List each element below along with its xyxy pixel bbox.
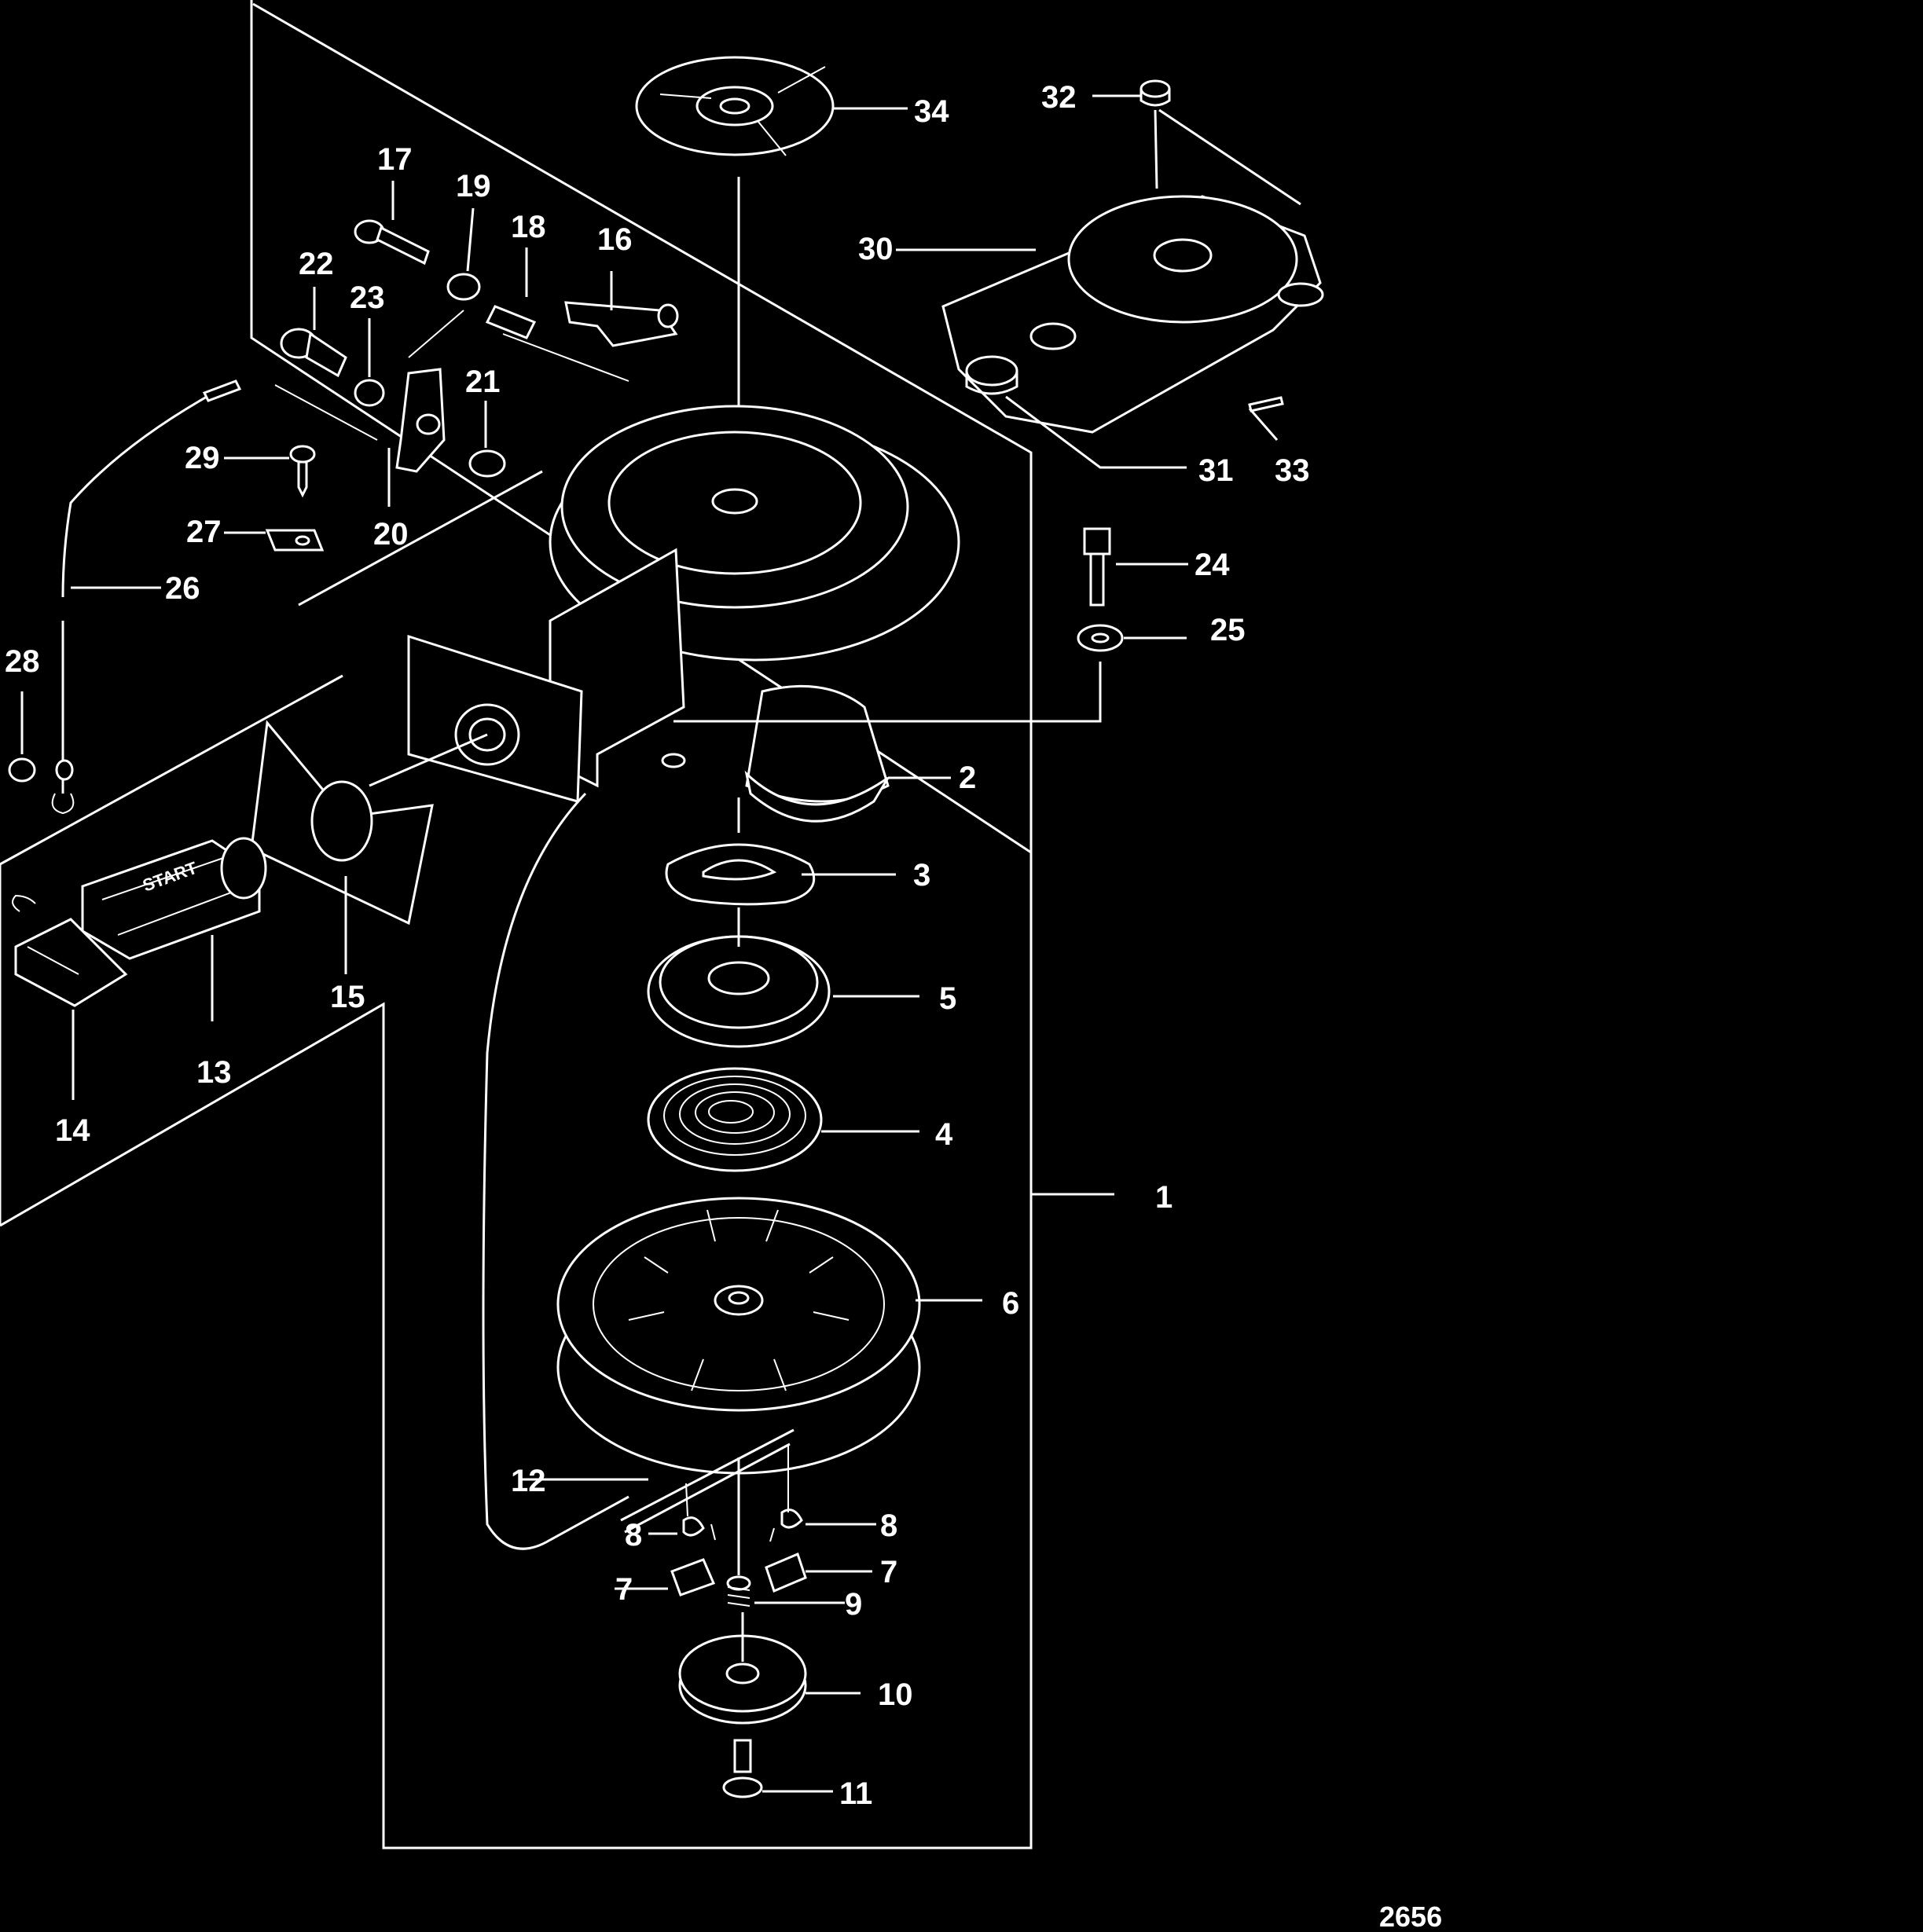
reference-number: 2656	[1379, 1901, 1442, 1932]
part-14-insert	[12, 894, 128, 1100]
callout-7-right: 7	[880, 1555, 897, 1589]
part-2-guide	[744, 770, 951, 823]
callout-33: 33	[1275, 453, 1310, 488]
callout-28: 28	[5, 644, 40, 679]
callout-27: 27	[186, 515, 222, 549]
callout-9: 9	[845, 1587, 862, 1622]
part-16-lever	[564, 271, 679, 347]
callout-8-left: 8	[625, 1518, 642, 1553]
callout-12: 12	[511, 1464, 546, 1498]
part-30-cover	[896, 195, 1324, 434]
callout-23: 23	[350, 280, 385, 315]
callout-2: 2	[959, 761, 976, 795]
part-33-decal	[1248, 396, 1284, 441]
group-boundaries	[0, 0, 1033, 1850]
callout-11: 11	[839, 1776, 872, 1811]
part-23-bushing	[274, 318, 385, 441]
part-24-bolt	[1083, 527, 1188, 607]
callout-29: 29	[185, 441, 220, 475]
part-4-spring	[647, 1067, 919, 1172]
part-13-handle: START	[81, 837, 267, 1021]
part-5-spring-case	[647, 907, 919, 1048]
part-17-screw	[354, 181, 430, 266]
callout-31: 31	[1198, 453, 1234, 488]
callout-5: 5	[939, 981, 956, 1016]
part-8-spring-left	[648, 1483, 716, 1541]
part-27-bracket	[224, 529, 325, 552]
part-3-plate	[665, 797, 896, 906]
callout-26: 26	[165, 571, 200, 606]
part-15-plate	[250, 720, 488, 974]
part-18-pin	[485, 247, 629, 382]
callout-22: 22	[299, 247, 334, 281]
callout-6: 6	[1002, 1286, 1019, 1321]
callout-14: 14	[55, 1113, 90, 1148]
part-28-ring	[8, 691, 36, 783]
part-29-screw	[224, 445, 316, 498]
part-26-cable	[51, 379, 242, 815]
callout-8-right: 8	[880, 1509, 897, 1543]
part-10-plate	[678, 1612, 861, 1725]
callout-10: 10	[878, 1677, 913, 1712]
callout-3: 3	[913, 858, 930, 893]
callout-30: 30	[858, 232, 894, 266]
callout-1: 1	[1155, 1180, 1173, 1215]
callout-24: 24	[1195, 548, 1230, 582]
part-12-rope	[482, 792, 648, 1550]
part-25-washer	[1077, 624, 1187, 652]
part-11-screw	[722, 1739, 833, 1798]
part-31-grommet	[965, 355, 1187, 469]
callout-17: 17	[377, 142, 413, 177]
callout-15: 15	[330, 980, 365, 1014]
callout-18: 18	[511, 210, 546, 244]
part-21-washer	[468, 401, 506, 478]
callout-13: 13	[196, 1055, 232, 1090]
part-6-reel	[556, 1197, 982, 1534]
callout-32: 32	[1041, 80, 1077, 115]
part-32-grommet	[1092, 79, 1301, 206]
callout-4: 4	[935, 1117, 953, 1152]
callout-16: 16	[597, 222, 633, 257]
part-22-fitting	[280, 287, 347, 378]
callout-21: 21	[465, 365, 501, 399]
part-19-clip	[408, 207, 481, 358]
callout-19: 19	[456, 169, 491, 203]
part-7-pawl-left	[615, 1558, 716, 1597]
callout-labels: 1 2 3 4 5 6 7 7 8 8 9 10 11 12 13 14 15 …	[5, 80, 1442, 1932]
part-1-starter-housing	[407, 405, 1114, 1196]
callout-20: 20	[373, 517, 409, 552]
callout-34: 34	[914, 94, 949, 129]
callout-25: 25	[1210, 613, 1246, 647]
part-8-spring-right	[769, 1446, 876, 1542]
part-20-arm	[387, 368, 446, 507]
callout-7-left: 7	[615, 1572, 633, 1607]
part-9-spring	[726, 1457, 845, 1607]
part-7-pawl-right	[765, 1552, 872, 1593]
part-34-plate	[635, 56, 908, 495]
